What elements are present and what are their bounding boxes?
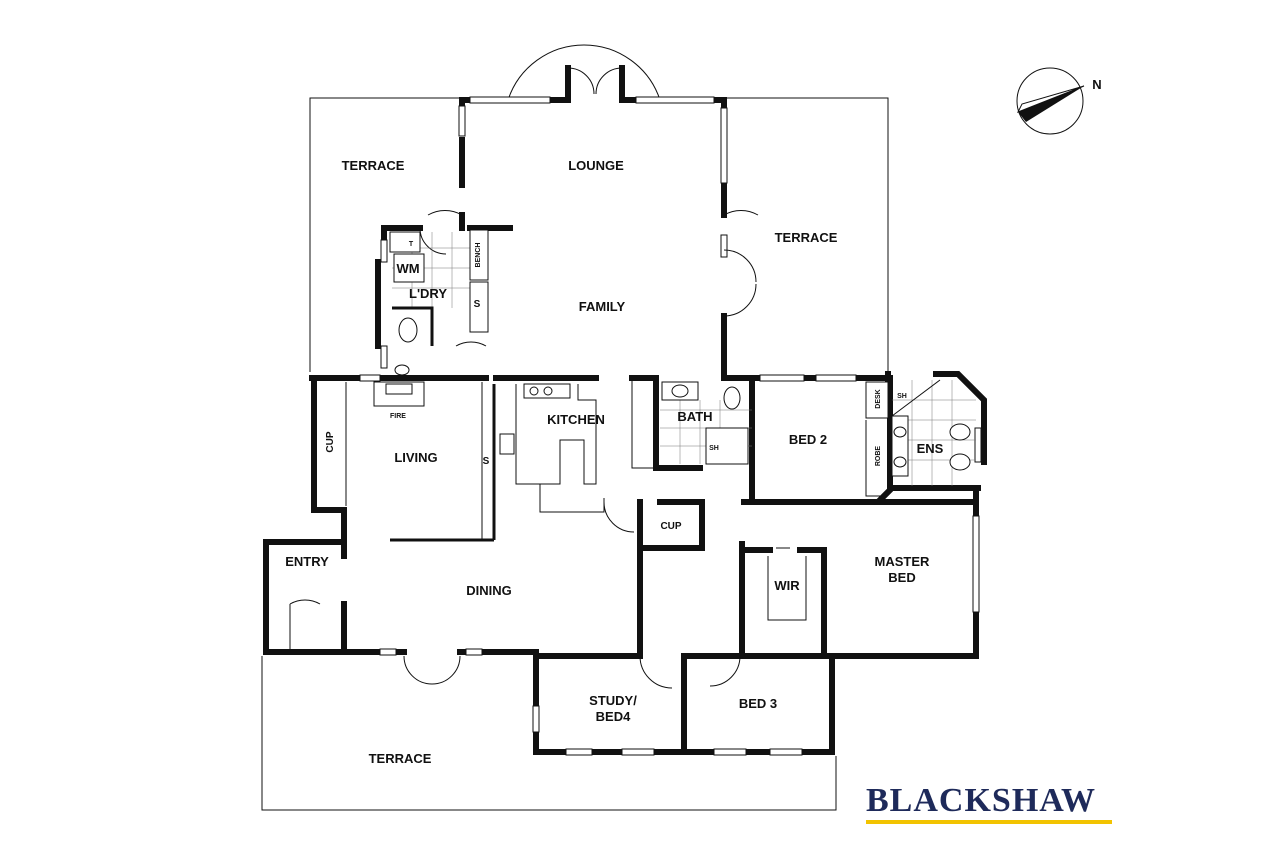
study-label-line2: BED4 bbox=[596, 709, 631, 724]
bed2-label: BED 2 bbox=[789, 432, 827, 447]
terrace-nw-label: TERRACE bbox=[342, 158, 405, 173]
cupboard-west-label: CUP bbox=[325, 431, 336, 452]
terrace-south-label: TERRACE bbox=[369, 751, 432, 766]
laundry-label: L'DRY bbox=[409, 286, 447, 301]
terrace-outlines bbox=[261, 97, 889, 811]
terrace-east-label: TERRACE bbox=[775, 230, 838, 245]
ens-shower-label: SH bbox=[897, 393, 907, 400]
wm-label: WM bbox=[396, 261, 419, 276]
living-shelf-label: S bbox=[483, 456, 490, 467]
windows bbox=[359, 96, 982, 756]
robe-label: ROBE bbox=[875, 446, 882, 467]
living-label: LIVING bbox=[394, 450, 437, 465]
walls bbox=[263, 65, 987, 755]
kitchen-label: KITCHEN bbox=[547, 412, 605, 427]
ens-label: ENS bbox=[917, 441, 944, 456]
desk-label: DESK bbox=[875, 389, 882, 408]
bed3-label: BED 3 bbox=[739, 696, 777, 711]
laundry-shelf-label: S bbox=[474, 299, 481, 310]
family-label: FAMILY bbox=[579, 299, 626, 314]
wir-label: WIR bbox=[774, 578, 800, 593]
compass-north-arrow-icon: N bbox=[1016, 67, 1102, 135]
bench-label: BENCH bbox=[475, 243, 482, 268]
fittings bbox=[289, 229, 976, 652]
master-bed-label-line2: BED bbox=[888, 570, 915, 585]
compass-label: N bbox=[1092, 77, 1101, 92]
cupboard-hall-label: CUP bbox=[660, 521, 681, 532]
entry-label: ENTRY bbox=[285, 554, 329, 569]
toilet-label: T bbox=[409, 241, 414, 248]
bath-shower-label: SH bbox=[709, 445, 719, 452]
dining-label: DINING bbox=[466, 583, 512, 598]
brand-logo: BLACKSHAW bbox=[866, 782, 1097, 819]
bath-label: BATH bbox=[677, 409, 712, 424]
lounge-label: LOUNGE bbox=[568, 158, 624, 173]
brand-underline bbox=[866, 820, 1112, 824]
room-labels: TERRACE LOUNGE TERRACE FAMILY L'DRY WM B… bbox=[285, 158, 943, 766]
study-label-line1: STUDY/ bbox=[589, 693, 637, 708]
fire-label: FIRE bbox=[390, 413, 406, 420]
master-bed-label-line1: MASTER bbox=[875, 554, 931, 569]
lounge-bay-arc bbox=[507, 44, 661, 101]
